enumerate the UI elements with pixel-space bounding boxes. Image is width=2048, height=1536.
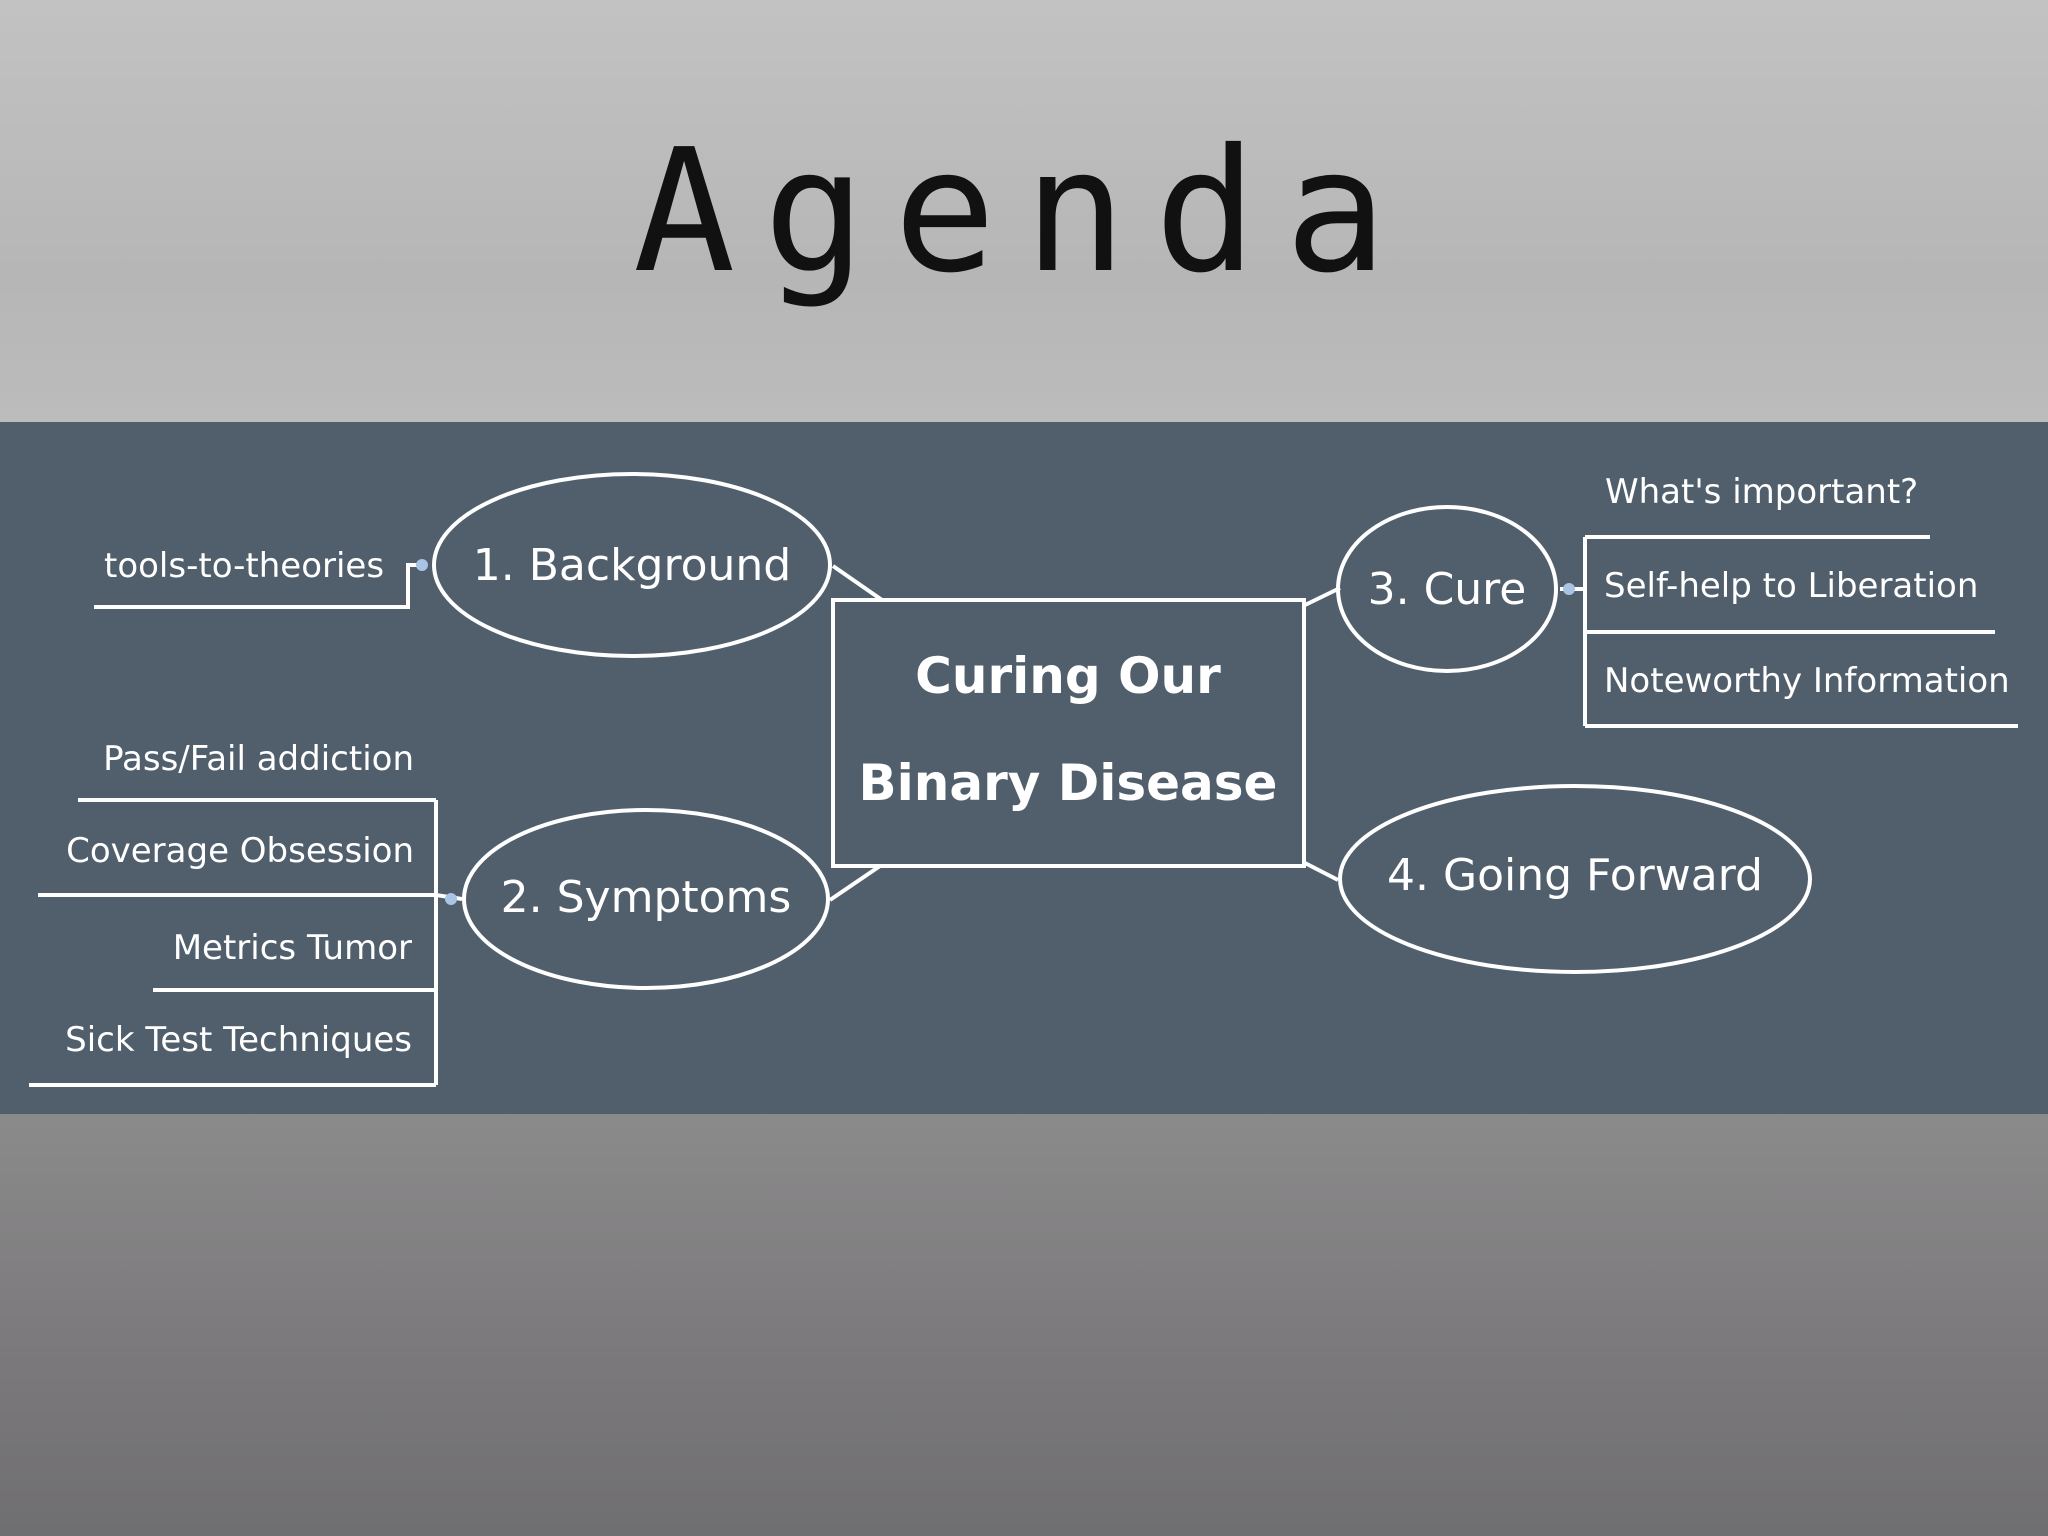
topic-going-forward-node [1338, 784, 1812, 974]
subtopic-pass-fail-addiction: Pass/Fail addiction [103, 739, 414, 779]
subtopic-metrics-tumor: Metrics Tumor [173, 928, 412, 968]
topic-symptoms-node [462, 808, 830, 990]
subtopic-coverage-obsession: Coverage Obsession [66, 831, 414, 871]
connector-dot-background [416, 559, 428, 571]
central-box [831, 598, 1306, 868]
topic-background-label: 1. Background [473, 540, 791, 591]
subtopic-line-tools-to-theories [94, 563, 420, 609]
connector-dot-cure [1563, 583, 1575, 595]
subtopic-whats-important: What's important? [1605, 472, 1918, 512]
subtopic-line-coverage [38, 893, 463, 901]
connector-cure [1302, 586, 1341, 608]
topic-going-forward-label: 4. Going Forward [1387, 850, 1763, 901]
topic-cure-node [1336, 505, 1558, 673]
central-title-line2: Binary Disease [859, 754, 1278, 812]
topic-background-node [432, 472, 832, 658]
subtopic-tools-to-theories: tools-to-theories [104, 546, 384, 586]
subtopic-sick-test-techniques: Sick Test Techniques [65, 1020, 412, 1060]
topic-cure-label: 3. Cure [1368, 564, 1527, 615]
subtopic-noteworthy-information: Noteworthy Information [1604, 661, 2010, 701]
connector-going-forward [1302, 860, 1339, 882]
topic-symptoms-label: 2. Symptoms [501, 872, 792, 923]
slide-title: Agenda [632, 113, 1416, 311]
connector-background [831, 564, 884, 602]
subtopic-self-help-to-liberation: Self-help to Liberation [1604, 566, 1978, 606]
central-title-line1: Curing Our [915, 647, 1221, 705]
connector-symptoms [828, 864, 882, 902]
connector-dot-symptoms [445, 893, 457, 905]
